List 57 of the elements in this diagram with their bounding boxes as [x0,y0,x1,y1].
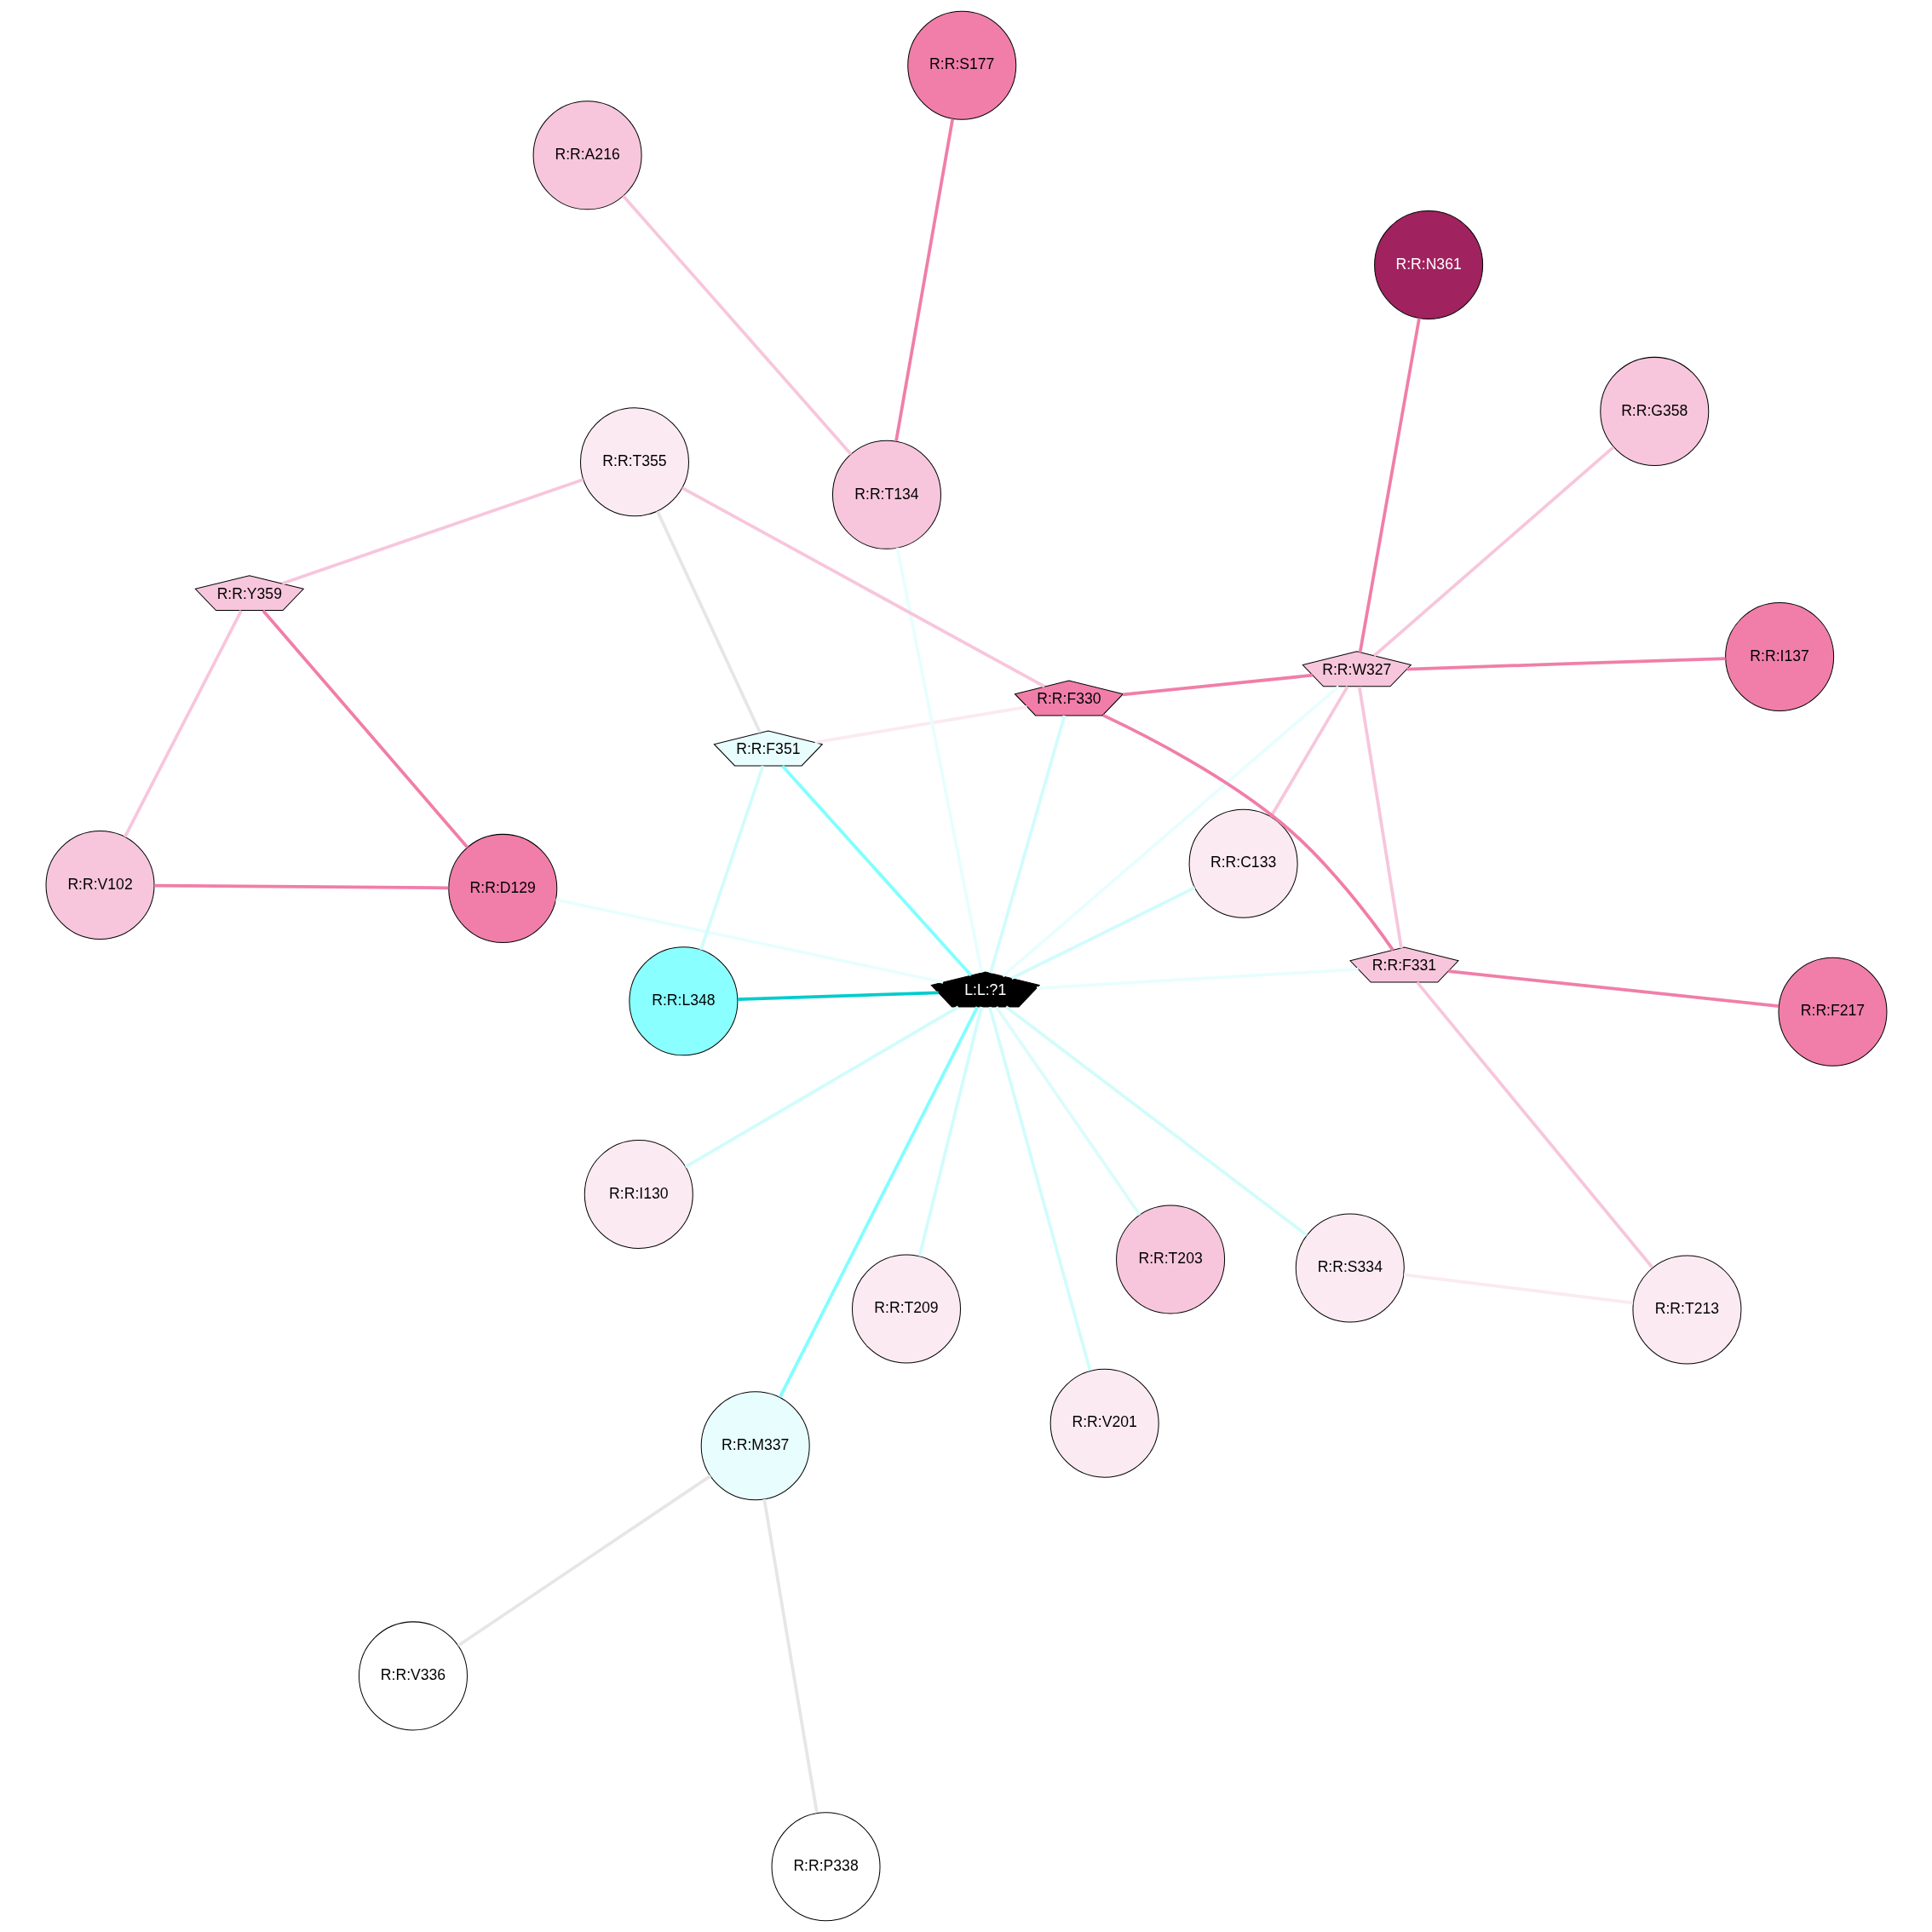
connector [621,194,852,456]
connector [699,765,764,951]
connector [778,1006,979,1398]
node-circle: R:R:T209 [851,1254,961,1364]
node-circle: R:R:S334 [1295,1213,1405,1323]
connector [1357,686,1403,949]
node-circle: R:R:I137 [1724,601,1834,711]
connector [988,715,1066,974]
connector [153,883,448,890]
connector [894,118,954,442]
node-circle: R:R:T203 [1115,1205,1225,1314]
connector [1406,657,1726,671]
node-circle: R:R:G358 [1599,356,1709,466]
connector [457,1475,711,1647]
connector [994,1006,1141,1216]
connector [987,1006,1091,1371]
connector [123,610,243,838]
connector [1010,886,1195,980]
connector [555,898,944,984]
connector [261,609,469,848]
node-circle: R:R:M337 [700,1391,810,1501]
node-circle: R:R:S177 [906,10,1016,120]
connector [1101,713,1394,952]
connector [1268,685,1349,818]
connector [684,1005,959,1169]
node-circle: R:R:C133 [1188,808,1298,918]
connector [1447,969,1779,1008]
connector [737,991,939,1002]
node-circle: R:R:N361 [1373,210,1483,319]
connector [1372,446,1614,658]
node-circle: R:R:V336 [358,1621,468,1731]
node-circle: R:R:I130 [584,1139,693,1249]
connector [762,1498,819,1814]
connector [780,764,972,977]
node-circle: R:R:A216 [532,101,642,210]
connector [1358,318,1421,653]
connector [655,510,762,733]
connector [1036,968,1359,990]
node-circle: R:R:T355 [579,407,689,517]
node-circle: R:R:V201 [1049,1368,1159,1478]
connector [917,1006,983,1256]
connector [1415,980,1653,1269]
node-circle: R:R:F217 [1777,957,1887,1067]
node-circle: R:R:V102 [45,831,155,940]
node-circle: R:R:L348 [628,946,738,1056]
node-circle: R:R:T134 [831,440,941,549]
node-circle: R:R:P338 [771,1812,881,1922]
connector [814,705,1027,745]
connector [895,547,983,973]
connector [1122,673,1313,697]
connector [1403,1273,1633,1305]
node-circle: R:R:D129 [447,833,557,943]
connector [1004,1005,1308,1237]
connector [1001,685,1340,978]
connector [281,478,584,585]
node-circle: R:R:T213 [1631,1255,1741,1365]
connector [681,486,1045,688]
